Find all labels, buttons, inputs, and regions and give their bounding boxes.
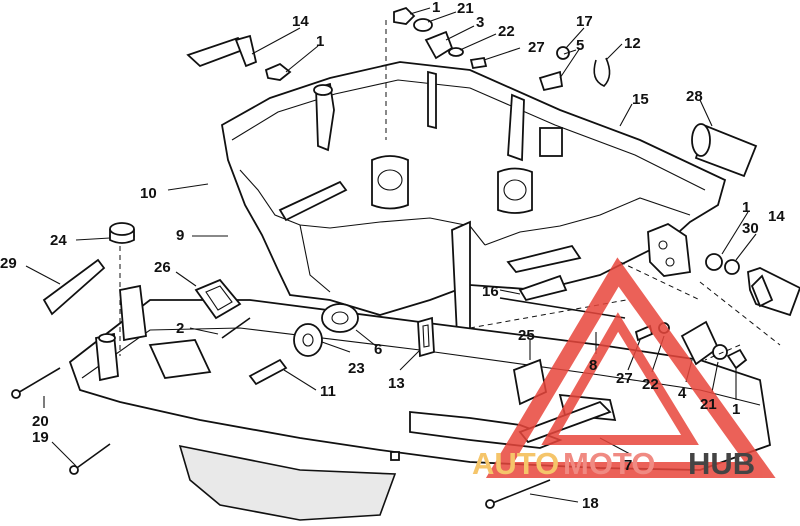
part-label-27-right: 27: [616, 370, 633, 387]
part-label-2: 2: [176, 320, 184, 337]
part-label-15: 15: [632, 91, 649, 108]
part-label-1-top: 1: [432, 0, 440, 16]
part-label-27-top: 27: [528, 39, 545, 56]
part-label-16: 16: [482, 283, 499, 300]
part-label-21-top: 21: [457, 0, 474, 17]
part-label-26: 26: [154, 259, 171, 276]
part-label-22-top: 22: [498, 23, 515, 40]
part-label-1-upper-right: 1: [742, 199, 750, 216]
washer-21-right: [712, 344, 728, 360]
watermark-text-hub: HUB: [688, 446, 755, 481]
spring-clip: [593, 57, 611, 87]
washer-23: [293, 323, 323, 357]
part-label-6: 6: [374, 341, 382, 358]
part-label-28: 28: [686, 88, 703, 105]
part-label-24: 24: [50, 232, 67, 249]
stud-11: [248, 358, 288, 386]
part-label-4: 4: [678, 385, 687, 402]
part-label-22-right: 22: [642, 376, 659, 393]
watermark-text-moto: MOTO: [563, 446, 655, 481]
part-label-3: 3: [476, 14, 484, 31]
upper-tray: [221, 61, 727, 358]
grommet-24: [109, 222, 135, 244]
seal-strip-29: [42, 258, 106, 316]
part-label-8: 8: [589, 357, 597, 374]
part-label-30: 30: [742, 220, 759, 237]
part-label-7: 7: [624, 457, 632, 474]
part-label-17: 17: [576, 13, 593, 30]
link-rod-8: [499, 297, 626, 319]
part-label-1-top-left: 1: [316, 33, 324, 50]
watermark-text-auto: AUTO: [472, 446, 559, 481]
bolt-18: [485, 479, 551, 509]
part-label-1-right: 1: [732, 401, 740, 418]
part-label-25: 25: [518, 327, 535, 344]
part-label-9: 9: [176, 227, 184, 244]
part-label-12: 12: [624, 35, 641, 52]
top-hardware: [393, 6, 570, 92]
alignment-lines: [119, 20, 781, 361]
bolt-20: [11, 367, 61, 399]
part-label-10: 10: [140, 185, 157, 202]
pad-16: [518, 274, 568, 302]
pin-2: [221, 317, 251, 339]
nut-1-right: [726, 348, 748, 370]
watermark-logo-icon: [485, 257, 776, 478]
right-hardware: [705, 253, 800, 317]
slotted-plate-13: [417, 316, 435, 358]
part-label-13: 13: [388, 375, 405, 392]
part-label-29: 29: [0, 255, 17, 272]
bolt-19: [69, 443, 111, 475]
part-label-20: 20: [32, 413, 49, 430]
grommet-6: [321, 303, 359, 333]
part-label-14-right: 14: [768, 208, 785, 225]
part-label-11: 11: [320, 383, 336, 400]
nut-top-left: [264, 62, 292, 81]
part-label-18: 18: [582, 495, 599, 512]
grommet-26: [194, 278, 242, 320]
latch-handle-left: [186, 34, 258, 68]
part-label-14-top: 14: [292, 13, 309, 30]
part-label-23: 23: [348, 360, 365, 377]
part-label-21-right: 21: [700, 396, 717, 413]
part-label-19: 19: [32, 429, 49, 446]
part-label-5: 5: [576, 37, 584, 54]
part-labels: 14 1 1 21 3 22 27 17 5 12 15 28 10 9 24 …: [0, 0, 785, 512]
sleeve-28: [691, 123, 758, 178]
